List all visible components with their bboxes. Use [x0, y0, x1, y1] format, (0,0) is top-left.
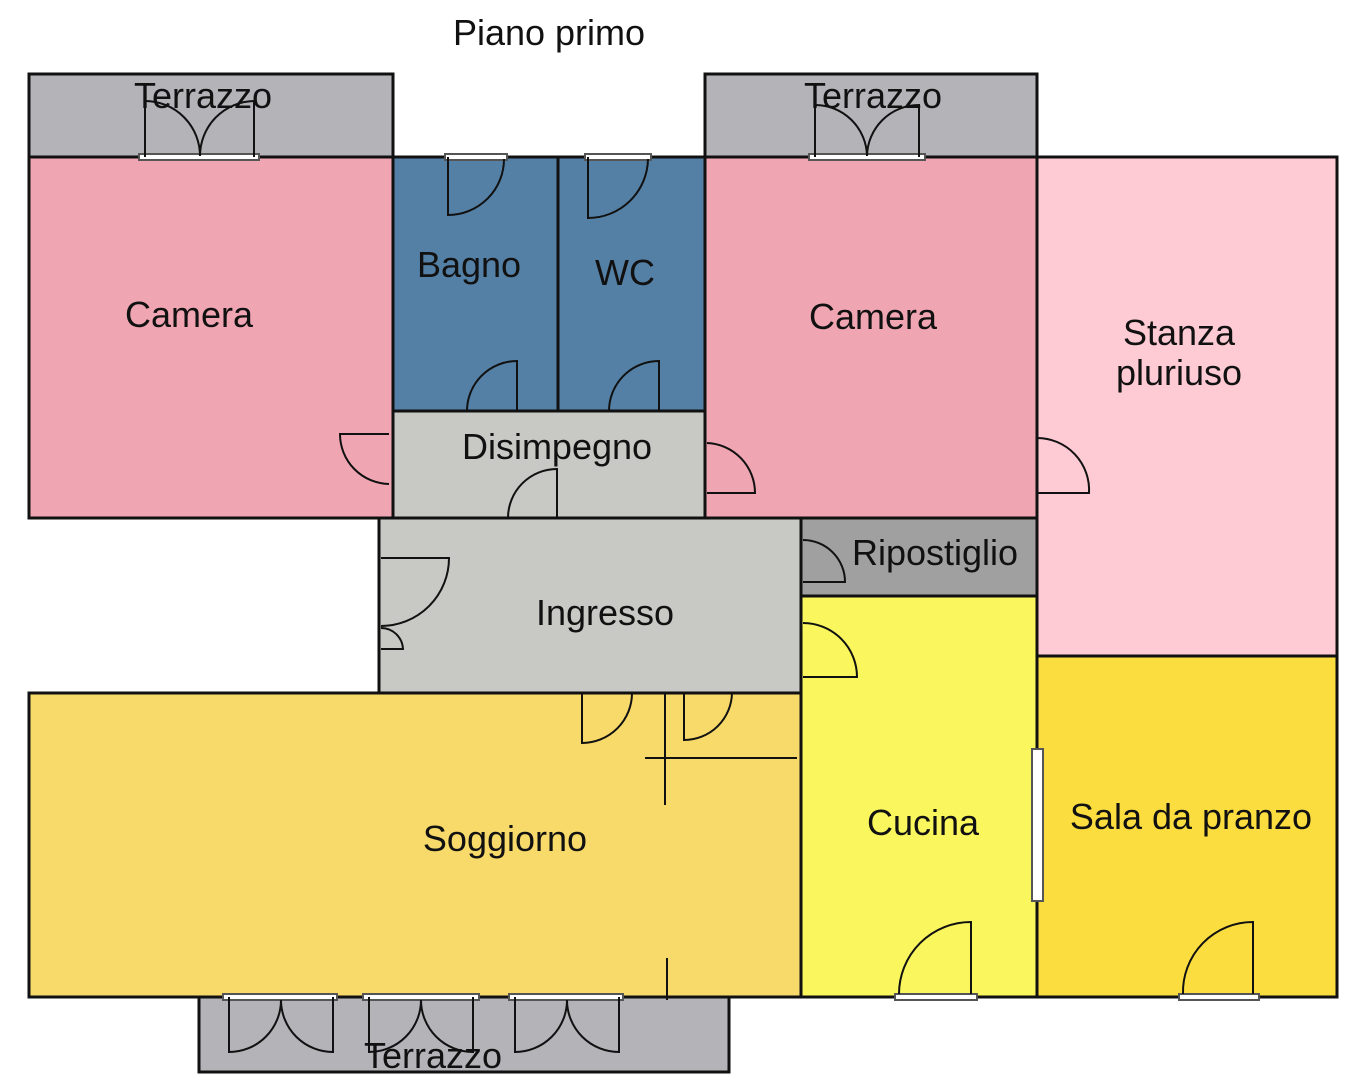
window	[894, 993, 978, 1001]
window	[584, 153, 652, 161]
door-icon	[338, 433, 390, 485]
window	[222, 993, 338, 1001]
door-icon	[380, 557, 451, 650]
door-icon	[466, 359, 518, 412]
window	[508, 993, 624, 1001]
label-stanza-line2: pluriuso	[1116, 352, 1242, 393]
room-stanza-pluriuso	[1035, 155, 1339, 658]
room-camera-right	[703, 155, 1039, 520]
door-icon	[1181, 920, 1254, 995]
label-wc: WC	[595, 252, 655, 293]
sliding-door	[1031, 748, 1044, 902]
door-icon	[368, 997, 474, 1054]
label-ingresso: Ingresso	[536, 592, 674, 633]
room-disimpegno	[391, 409, 707, 520]
room-soggiorno	[27, 691, 803, 999]
label-terrazzo-left: Terrazzo	[134, 75, 272, 116]
doors	[144, 99, 1254, 1054]
door-icon	[898, 920, 972, 995]
door-icon	[1036, 436, 1091, 494]
door-icon	[228, 997, 334, 1054]
door-icon	[144, 99, 255, 157]
partition-line	[645, 693, 797, 1000]
label-camera-right: Camera	[809, 296, 938, 337]
door-icon	[706, 442, 757, 494]
window	[362, 993, 480, 1001]
window	[1178, 993, 1260, 1001]
door-icon	[514, 997, 620, 1054]
label-stanza-line1: Stanza	[1123, 312, 1236, 353]
door-icon	[814, 103, 920, 157]
room-camera-left	[27, 155, 395, 520]
room-bagno	[391, 155, 560, 413]
label-bagno: Bagno	[417, 244, 521, 285]
room-terrazzo-left	[27, 72, 395, 159]
door-icon	[802, 539, 847, 583]
label-ripostiglio: Ripostiglio	[852, 532, 1018, 573]
label-terrazzo-mid: Terrazzo	[804, 75, 942, 116]
door-icon	[507, 467, 558, 519]
label-disimpegno: Disimpegno	[462, 426, 652, 467]
door-icon	[608, 359, 660, 412]
room-cucina	[799, 594, 1039, 999]
window	[444, 153, 508, 161]
door-icon	[587, 157, 649, 220]
label-camera-left: Camera	[125, 294, 254, 335]
door-icon	[581, 692, 633, 745]
door-icon	[802, 622, 859, 678]
door-icon	[683, 692, 733, 742]
room-ingresso	[377, 516, 803, 695]
door-icon	[447, 157, 505, 217]
room-terrazzo-mid	[703, 72, 1039, 159]
room-labels: Terrazzo Terrazzo Terrazzo Camera Bagno …	[125, 75, 1312, 1076]
label-soggiorno: Soggiorno	[423, 818, 587, 859]
label-terrazzo-bottom: Terrazzo	[364, 1035, 502, 1076]
label-sala-da-pranzo: Sala da pranzo	[1070, 796, 1312, 837]
plan-title: Piano primo	[453, 12, 645, 53]
room-fills	[27, 72, 1339, 1074]
label-cucina: Cucina	[867, 802, 980, 843]
